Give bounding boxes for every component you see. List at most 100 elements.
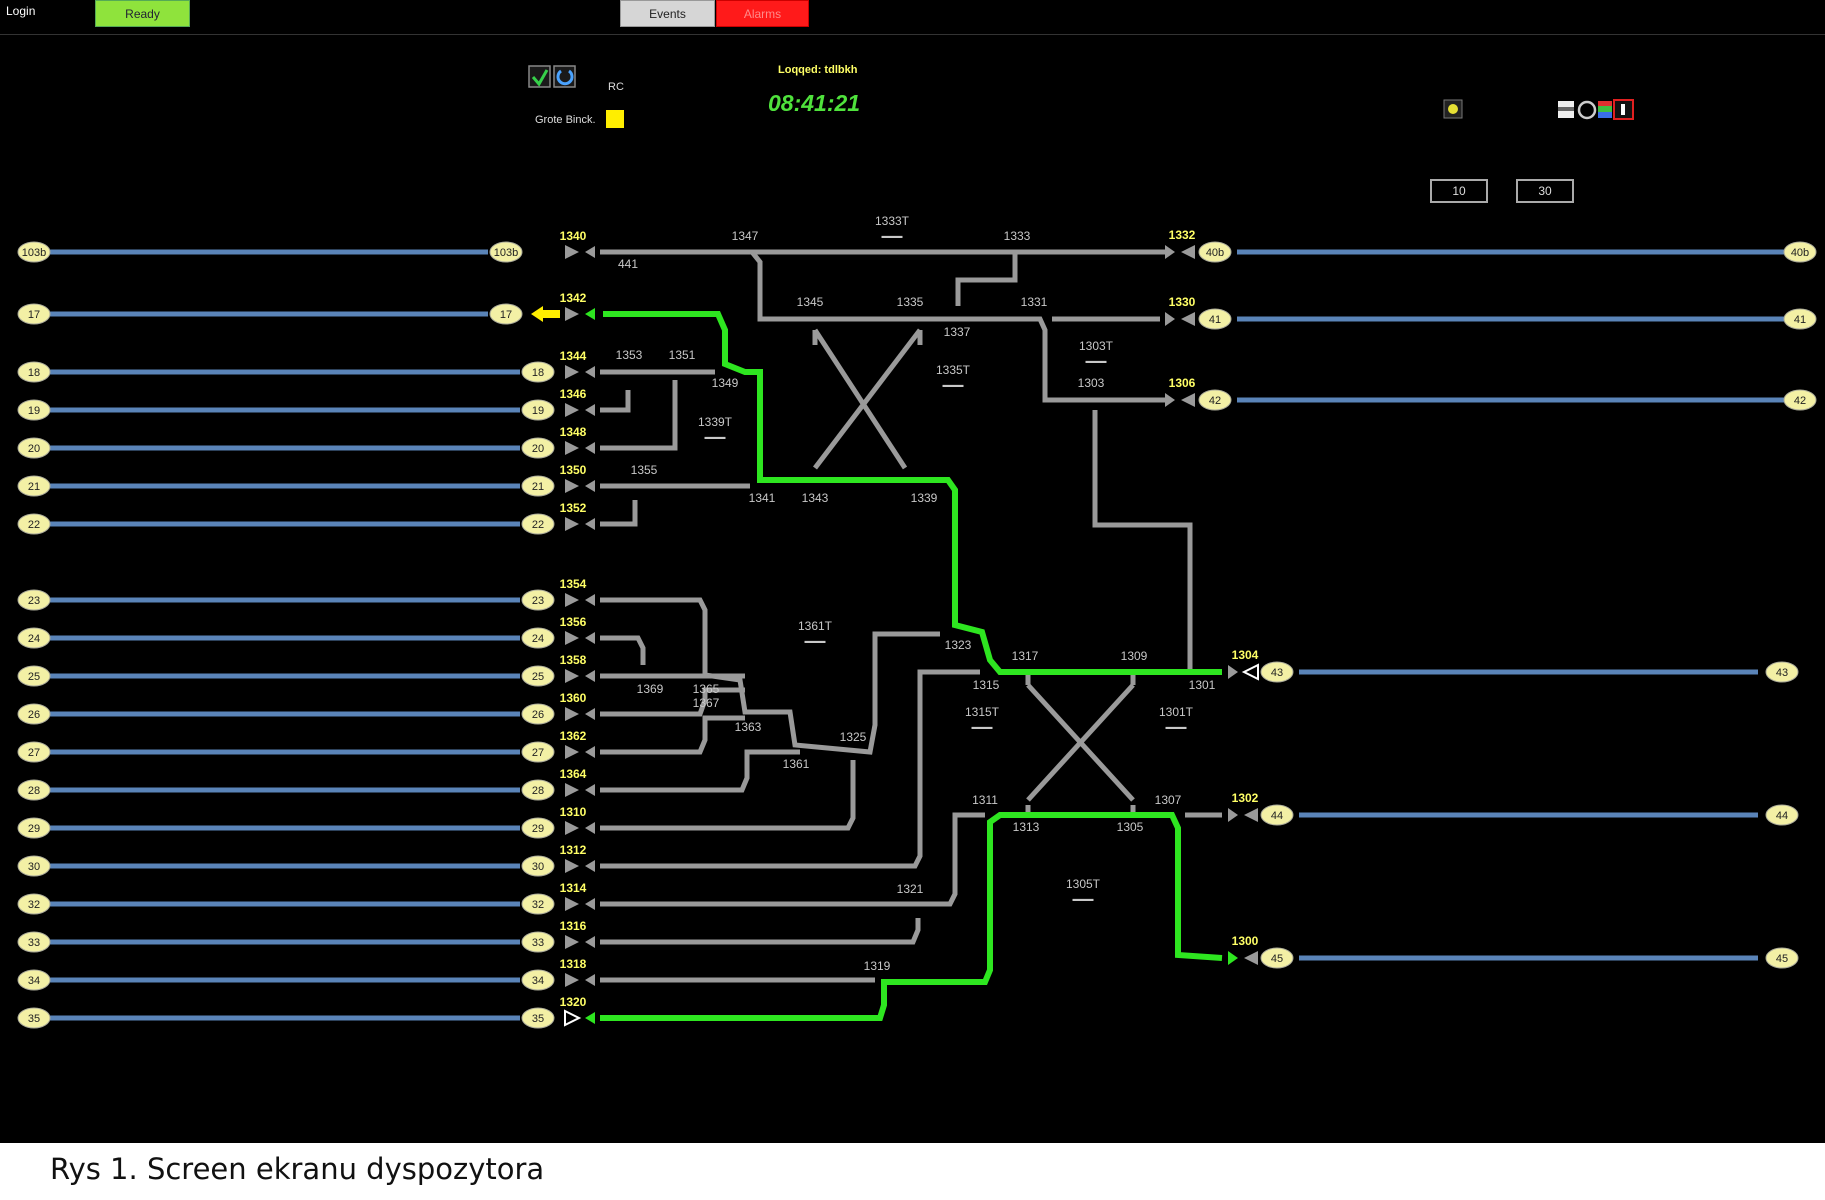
signal-back-icon[interactable]: [585, 898, 595, 910]
signal-icon[interactable]: [565, 745, 579, 759]
signal-back-icon[interactable]: [585, 860, 595, 872]
grey-track-segment[interactable]: [750, 250, 1165, 403]
grey-track-segment[interactable]: [600, 669, 980, 869]
signal-back-icon[interactable]: [1181, 245, 1195, 259]
track-badge-right[interactable]: [1765, 804, 1799, 826]
grey-track-segment[interactable]: [812, 328, 908, 470]
track-badge-right[interactable]: [521, 1007, 555, 1029]
track-badge-left[interactable]: [17, 475, 51, 497]
track-badge-left[interactable]: [17, 589, 51, 611]
track-badge-left[interactable]: [17, 931, 51, 953]
signal-back-icon[interactable]: [1244, 951, 1258, 965]
track-badge-left[interactable]: [17, 855, 51, 877]
signal-icon[interactable]: [565, 631, 579, 645]
signal-back-icon[interactable]: [585, 366, 595, 378]
signal-back-icon[interactable]: [585, 746, 595, 758]
signal-icon[interactable]: [565, 441, 579, 455]
track-badge-right[interactable]: [521, 817, 555, 839]
signal-icon[interactable]: [1165, 312, 1175, 326]
time-box-30[interactable]: [1516, 179, 1574, 203]
grey-track-segment[interactable]: [1092, 410, 1193, 672]
grey-track-segment[interactable]: [600, 812, 985, 907]
signal-icon[interactable]: [565, 935, 579, 949]
track-badge-right[interactable]: [489, 303, 523, 325]
time-box-10[interactable]: [1430, 179, 1488, 203]
signal-icon[interactable]: [1228, 951, 1238, 965]
grote-indicator[interactable]: [606, 110, 624, 128]
signal-back-icon[interactable]: [585, 246, 595, 258]
track-badge-left[interactable]: [1198, 308, 1232, 330]
track-badge-left[interactable]: [17, 241, 51, 263]
signal-icon[interactable]: [1228, 808, 1238, 822]
track-badge-right[interactable]: [521, 665, 555, 687]
track-badge-right[interactable]: [521, 703, 555, 725]
grey-track-segment[interactable]: [1026, 683, 1135, 802]
signal-back-icon[interactable]: [585, 594, 595, 606]
track-badge-left[interactable]: [1260, 947, 1294, 969]
track-badge-left[interactable]: [17, 741, 51, 763]
signal-back-icon[interactable]: [585, 404, 595, 416]
signal-icon[interactable]: [565, 859, 579, 873]
legend-icon-strip[interactable]: [1558, 99, 1634, 120]
track-badge-right[interactable]: [521, 969, 555, 991]
grey-track-segment[interactable]: [600, 597, 940, 755]
grey-track-segment[interactable]: [600, 760, 856, 831]
track-badge-right[interactable]: [521, 893, 555, 915]
signal-icon[interactable]: [1165, 245, 1175, 259]
signal-back-icon[interactable]: [585, 632, 595, 644]
track-badge-left[interactable]: [17, 779, 51, 801]
track-badge-right[interactable]: [521, 361, 555, 383]
signal-back-icon[interactable]: [585, 442, 595, 454]
signal-icon[interactable]: [565, 669, 579, 683]
track-badge-left[interactable]: [17, 399, 51, 421]
signal-back-icon[interactable]: [585, 784, 595, 796]
track-badge-left[interactable]: [17, 893, 51, 915]
signal-icon[interactable]: [565, 403, 579, 417]
signal-back-icon[interactable]: [585, 708, 595, 720]
track-badge-right[interactable]: [521, 513, 555, 535]
signal-icon[interactable]: [565, 897, 579, 911]
signal-back-icon[interactable]: [1181, 393, 1195, 407]
track-badge-left[interactable]: [17, 703, 51, 725]
track-badge-left[interactable]: [17, 437, 51, 459]
track-badge-right[interactable]: [521, 931, 555, 953]
login-link[interactable]: Login: [6, 4, 36, 18]
grey-track-segment[interactable]: [600, 380, 678, 451]
track-badge-left[interactable]: [1198, 389, 1232, 411]
signal-icon[interactable]: [565, 245, 579, 259]
signal-icon[interactable]: [1228, 665, 1238, 679]
track-badge-left[interactable]: [17, 627, 51, 649]
track-badge-left[interactable]: [17, 361, 51, 383]
track-badge-right[interactable]: [521, 475, 555, 497]
track-badge-right[interactable]: [521, 399, 555, 421]
grey-track-segment[interactable]: [600, 715, 745, 755]
grey-track-segment[interactable]: [600, 635, 646, 665]
grey-track-segment[interactable]: [813, 328, 922, 470]
signal-icon[interactable]: [565, 973, 579, 987]
track-badge-left[interactable]: [17, 665, 51, 687]
track-badge-right[interactable]: [521, 741, 555, 763]
signal-icon[interactable]: [565, 517, 579, 531]
grey-track-segment[interactable]: [600, 749, 800, 793]
track-badge-right[interactable]: [521, 627, 555, 649]
ready-status-button[interactable]: Ready: [95, 0, 190, 27]
signal-back-icon[interactable]: [1244, 808, 1258, 822]
signal-back-icon[interactable]: [585, 974, 595, 986]
track-badge-left[interactable]: [1260, 804, 1294, 826]
track-badge-left[interactable]: [17, 513, 51, 535]
track-badge-right[interactable]: [521, 589, 555, 611]
track-badge-right[interactable]: [521, 437, 555, 459]
events-button[interactable]: Events: [620, 0, 715, 27]
signal-back-icon[interactable]: [1181, 312, 1195, 326]
signal-back-icon[interactable]: [585, 670, 595, 682]
signal-back-icon[interactable]: [1241, 663, 1259, 681]
signal-back-icon[interactable]: [585, 308, 595, 320]
track-badge-left[interactable]: [17, 303, 51, 325]
track-badge-left[interactable]: [17, 817, 51, 839]
track-badge-right[interactable]: [1783, 389, 1817, 411]
track-badge-left[interactable]: [17, 1007, 51, 1029]
signal-back-icon[interactable]: [585, 518, 595, 530]
grey-track-segment[interactable]: [600, 918, 921, 945]
signal-icon[interactable]: [565, 307, 579, 321]
signal-back-icon[interactable]: [585, 1012, 595, 1024]
